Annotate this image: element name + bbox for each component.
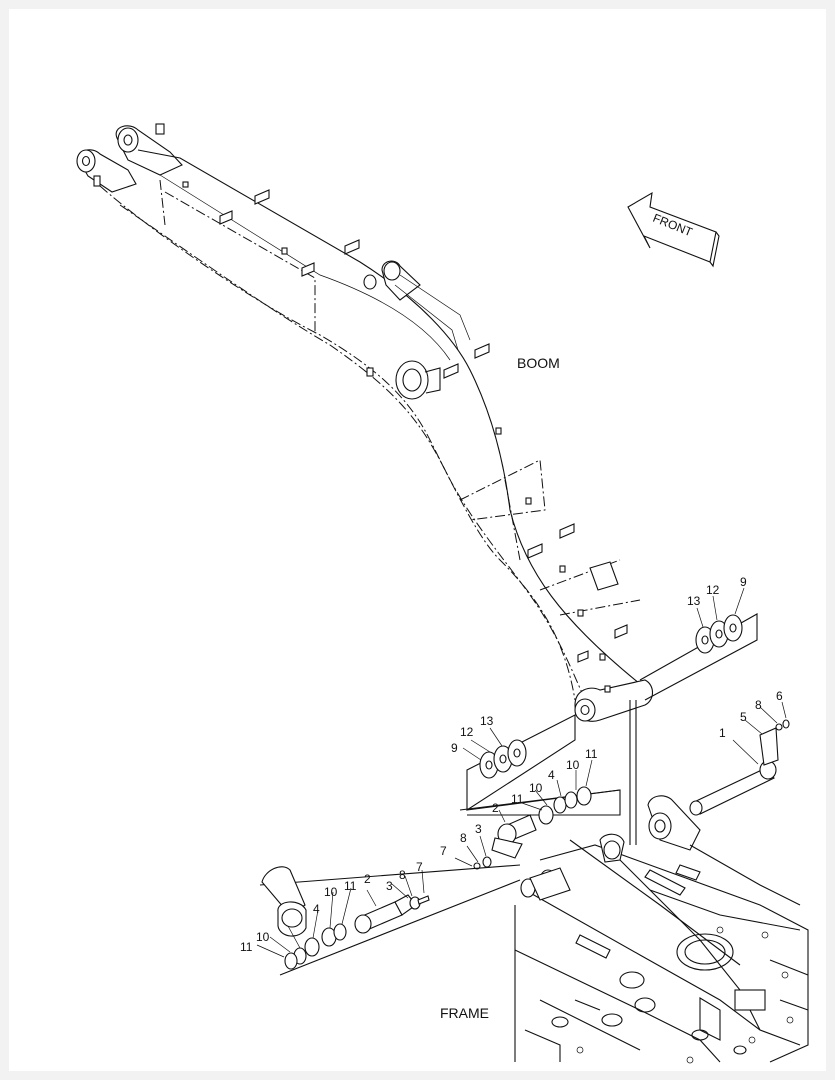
parts-diagram-canvas: FRONT BOOM <box>9 9 826 1071</box>
callout-11-left-upper: 11 <box>344 879 357 893</box>
callout-6: 6 <box>776 689 783 703</box>
exploded-parts-drawing: FRONT BOOM <box>76 123 809 1064</box>
callout-numbers: 13 12 9 6 8 5 1 12 13 9 2 11 10 4 10 11 … <box>240 575 783 954</box>
callout-10-left-upper: 10 <box>324 885 338 899</box>
callout-11-left-lower: 11 <box>240 940 253 954</box>
callout-10-center-left: 10 <box>529 781 543 795</box>
callout-9-upper: 9 <box>740 575 747 589</box>
callout-8-center: 8 <box>460 831 467 845</box>
callout-7-center: 7 <box>440 844 447 858</box>
callout-13-upper: 13 <box>687 594 701 608</box>
callout-1: 1 <box>719 726 726 740</box>
pin-assembly-2-center <box>454 759 621 870</box>
callout-10-left-lower: 10 <box>256 930 270 944</box>
boom-brackets <box>182 181 628 693</box>
callout-12-upper: 12 <box>706 583 720 597</box>
callout-7-left: 7 <box>416 860 423 874</box>
callout-4-left: 4 <box>313 902 320 916</box>
callout-3-left: 3 <box>386 879 393 893</box>
callout-2-center: 2 <box>492 801 499 815</box>
callout-12-lower: 12 <box>460 725 474 739</box>
callout-2-left: 2 <box>364 872 371 886</box>
callout-5: 5 <box>740 710 747 724</box>
callout-8-right: 8 <box>755 698 762 712</box>
callout-4-center: 4 <box>548 768 555 782</box>
front-direction-arrow: FRONT <box>627 191 720 268</box>
pin-assembly-1 <box>629 700 790 845</box>
frame-label: FRAME <box>440 1005 489 1021</box>
callout-3-center: 3 <box>475 822 482 836</box>
frame-assembly <box>514 795 809 1064</box>
callout-10-center-right: 10 <box>566 758 580 772</box>
boom-label: BOOM <box>517 355 560 371</box>
callout-11-center-left: 11 <box>511 792 524 806</box>
callout-11-center-right: 11 <box>585 747 598 761</box>
boom-assembly <box>76 123 654 722</box>
pin-assembly-2-left <box>256 864 521 976</box>
callout-13-lower: 13 <box>480 714 494 728</box>
shim-group-upper-right <box>639 587 758 701</box>
callout-8-left: 8 <box>399 868 406 882</box>
callout-9-lower: 9 <box>451 741 458 755</box>
